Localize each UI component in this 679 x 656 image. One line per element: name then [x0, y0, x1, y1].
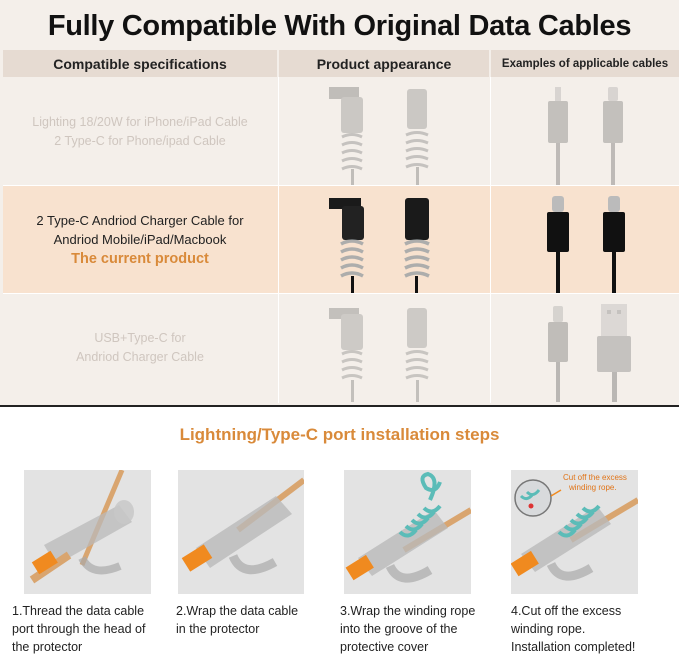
applicable-cables-image: [547, 196, 625, 293]
step-text-line: Installation completed!: [511, 640, 636, 654]
spec-line: Andriod Charger Cable: [76, 350, 204, 364]
step-1-text: 1.Thread the data cable port through the…: [12, 602, 162, 656]
step-4-image: Cut off the excess winding rope.: [511, 470, 638, 594]
step-3-text: 3.Wrap the winding rope into the groove …: [340, 602, 490, 656]
header-compatible-specifications: Compatible specifications: [3, 50, 277, 77]
step-text-line: 1.Thread the data cable: [12, 604, 145, 618]
row-divider: [3, 293, 679, 294]
step-text-line: port through the head of: [12, 622, 146, 636]
table-row: USB+Type-C for Andriod Charger Cable: [3, 294, 679, 402]
spec-line: Andriod Mobile/iPad/Macbook: [53, 231, 227, 247]
protector-appearance-image: [329, 87, 429, 185]
spec-line: Lighting 18/20W for iPhone/iPad Cable: [32, 115, 248, 129]
step-4-callout-line: winding rope.: [568, 483, 617, 492]
applicable-cables-image: [548, 304, 631, 402]
header-examples-of-applicable-cables: Examples of applicable cables: [491, 50, 679, 77]
step-text-line: winding rope.: [511, 622, 586, 636]
step-text-line: 4.Cut off the excess: [511, 604, 622, 618]
row-divider: [3, 185, 679, 186]
step-4-callout-line: Cut off the excess: [563, 473, 627, 482]
spec-line: 2 Type-C Andriod Charger Cable for: [36, 212, 244, 228]
step-4-text: 4.Cut off the excess winding rope. Insta…: [511, 602, 661, 656]
applicable-cables-image: [548, 87, 623, 185]
column-divider: [490, 77, 491, 403]
step-text-line: into the groove of the: [340, 622, 458, 636]
step-1-image: [24, 470, 151, 594]
spec-line: USB+Type-C for: [94, 331, 186, 345]
steps-title: Lightning/Type-C port installation steps: [179, 425, 500, 444]
header-product-appearance: Product appearance: [279, 50, 489, 77]
compatibility-panel: Fully Compatible With Original Data Cabl…: [0, 0, 679, 407]
step-2-text: 2.Wrap the data cable in the protector: [176, 602, 316, 638]
step-text-line: protective cover: [340, 640, 429, 654]
step-text-line: 3.Wrap the winding rope: [340, 604, 476, 618]
current-product-label: The current product: [71, 250, 209, 267]
protector-appearance-image: [329, 198, 430, 293]
spec-line: 2 Type-C for Phone/ipad Cable: [54, 134, 226, 148]
table-row-current-product: 2 Type-C Andriod Charger Cable for Andri…: [3, 186, 679, 293]
spec-cell: Lighting 18/20W for iPhone/iPad Cable 2 …: [3, 79, 277, 185]
spec-cell: 2 Type-C Andriod Charger Cable for Andri…: [3, 186, 277, 293]
step-2-image: [178, 470, 304, 594]
step-text-line: 2.Wrap the data cable: [176, 604, 299, 618]
step-3-image: [344, 470, 471, 594]
page-title: Fully Compatible With Original Data Cabl…: [47, 10, 632, 42]
column-divider: [278, 77, 279, 403]
table-row: Lighting 18/20W for iPhone/iPad Cable 2 …: [3, 79, 679, 185]
spec-cell: USB+Type-C for Andriod Charger Cable: [3, 294, 277, 402]
step-text-line: the protector: [12, 640, 83, 654]
protector-appearance-image: [329, 308, 429, 402]
step-text-line: in the protector: [176, 622, 260, 636]
